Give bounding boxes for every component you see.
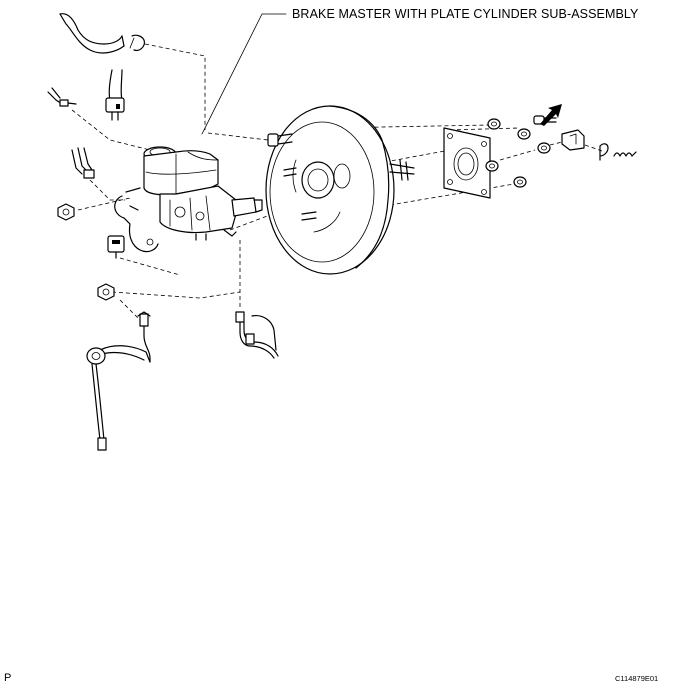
nut	[537, 142, 551, 154]
push-rod-clevis	[561, 129, 585, 151]
callout-label: BRAKE MASTER WITH PLATE CYLINDER SUB-ASS…	[292, 7, 639, 21]
page-marker: P	[4, 672, 12, 684]
callout-leader	[201, 13, 287, 135]
hose-connector	[105, 69, 125, 121]
mounting-nut	[57, 203, 75, 221]
retaining-clip	[599, 143, 609, 161]
reservoir-hose	[59, 13, 145, 54]
gasket-plate	[443, 127, 491, 199]
nut	[513, 176, 527, 188]
figure-code: C114879E01	[615, 674, 659, 683]
brake-line	[86, 311, 151, 451]
sensor-connector	[107, 235, 125, 259]
nut	[485, 160, 499, 172]
sensor-clip	[47, 87, 77, 107]
wiring-harness	[71, 147, 95, 179]
installation-arrow-icon	[540, 104, 562, 126]
nut	[487, 118, 501, 130]
nut	[517, 128, 531, 140]
return-spring	[613, 151, 637, 157]
bracket	[114, 187, 159, 253]
mounting-nut	[97, 283, 115, 301]
brake-master-cylinder	[143, 146, 263, 241]
brake-line	[235, 311, 279, 359]
brake-booster	[265, 105, 415, 275]
